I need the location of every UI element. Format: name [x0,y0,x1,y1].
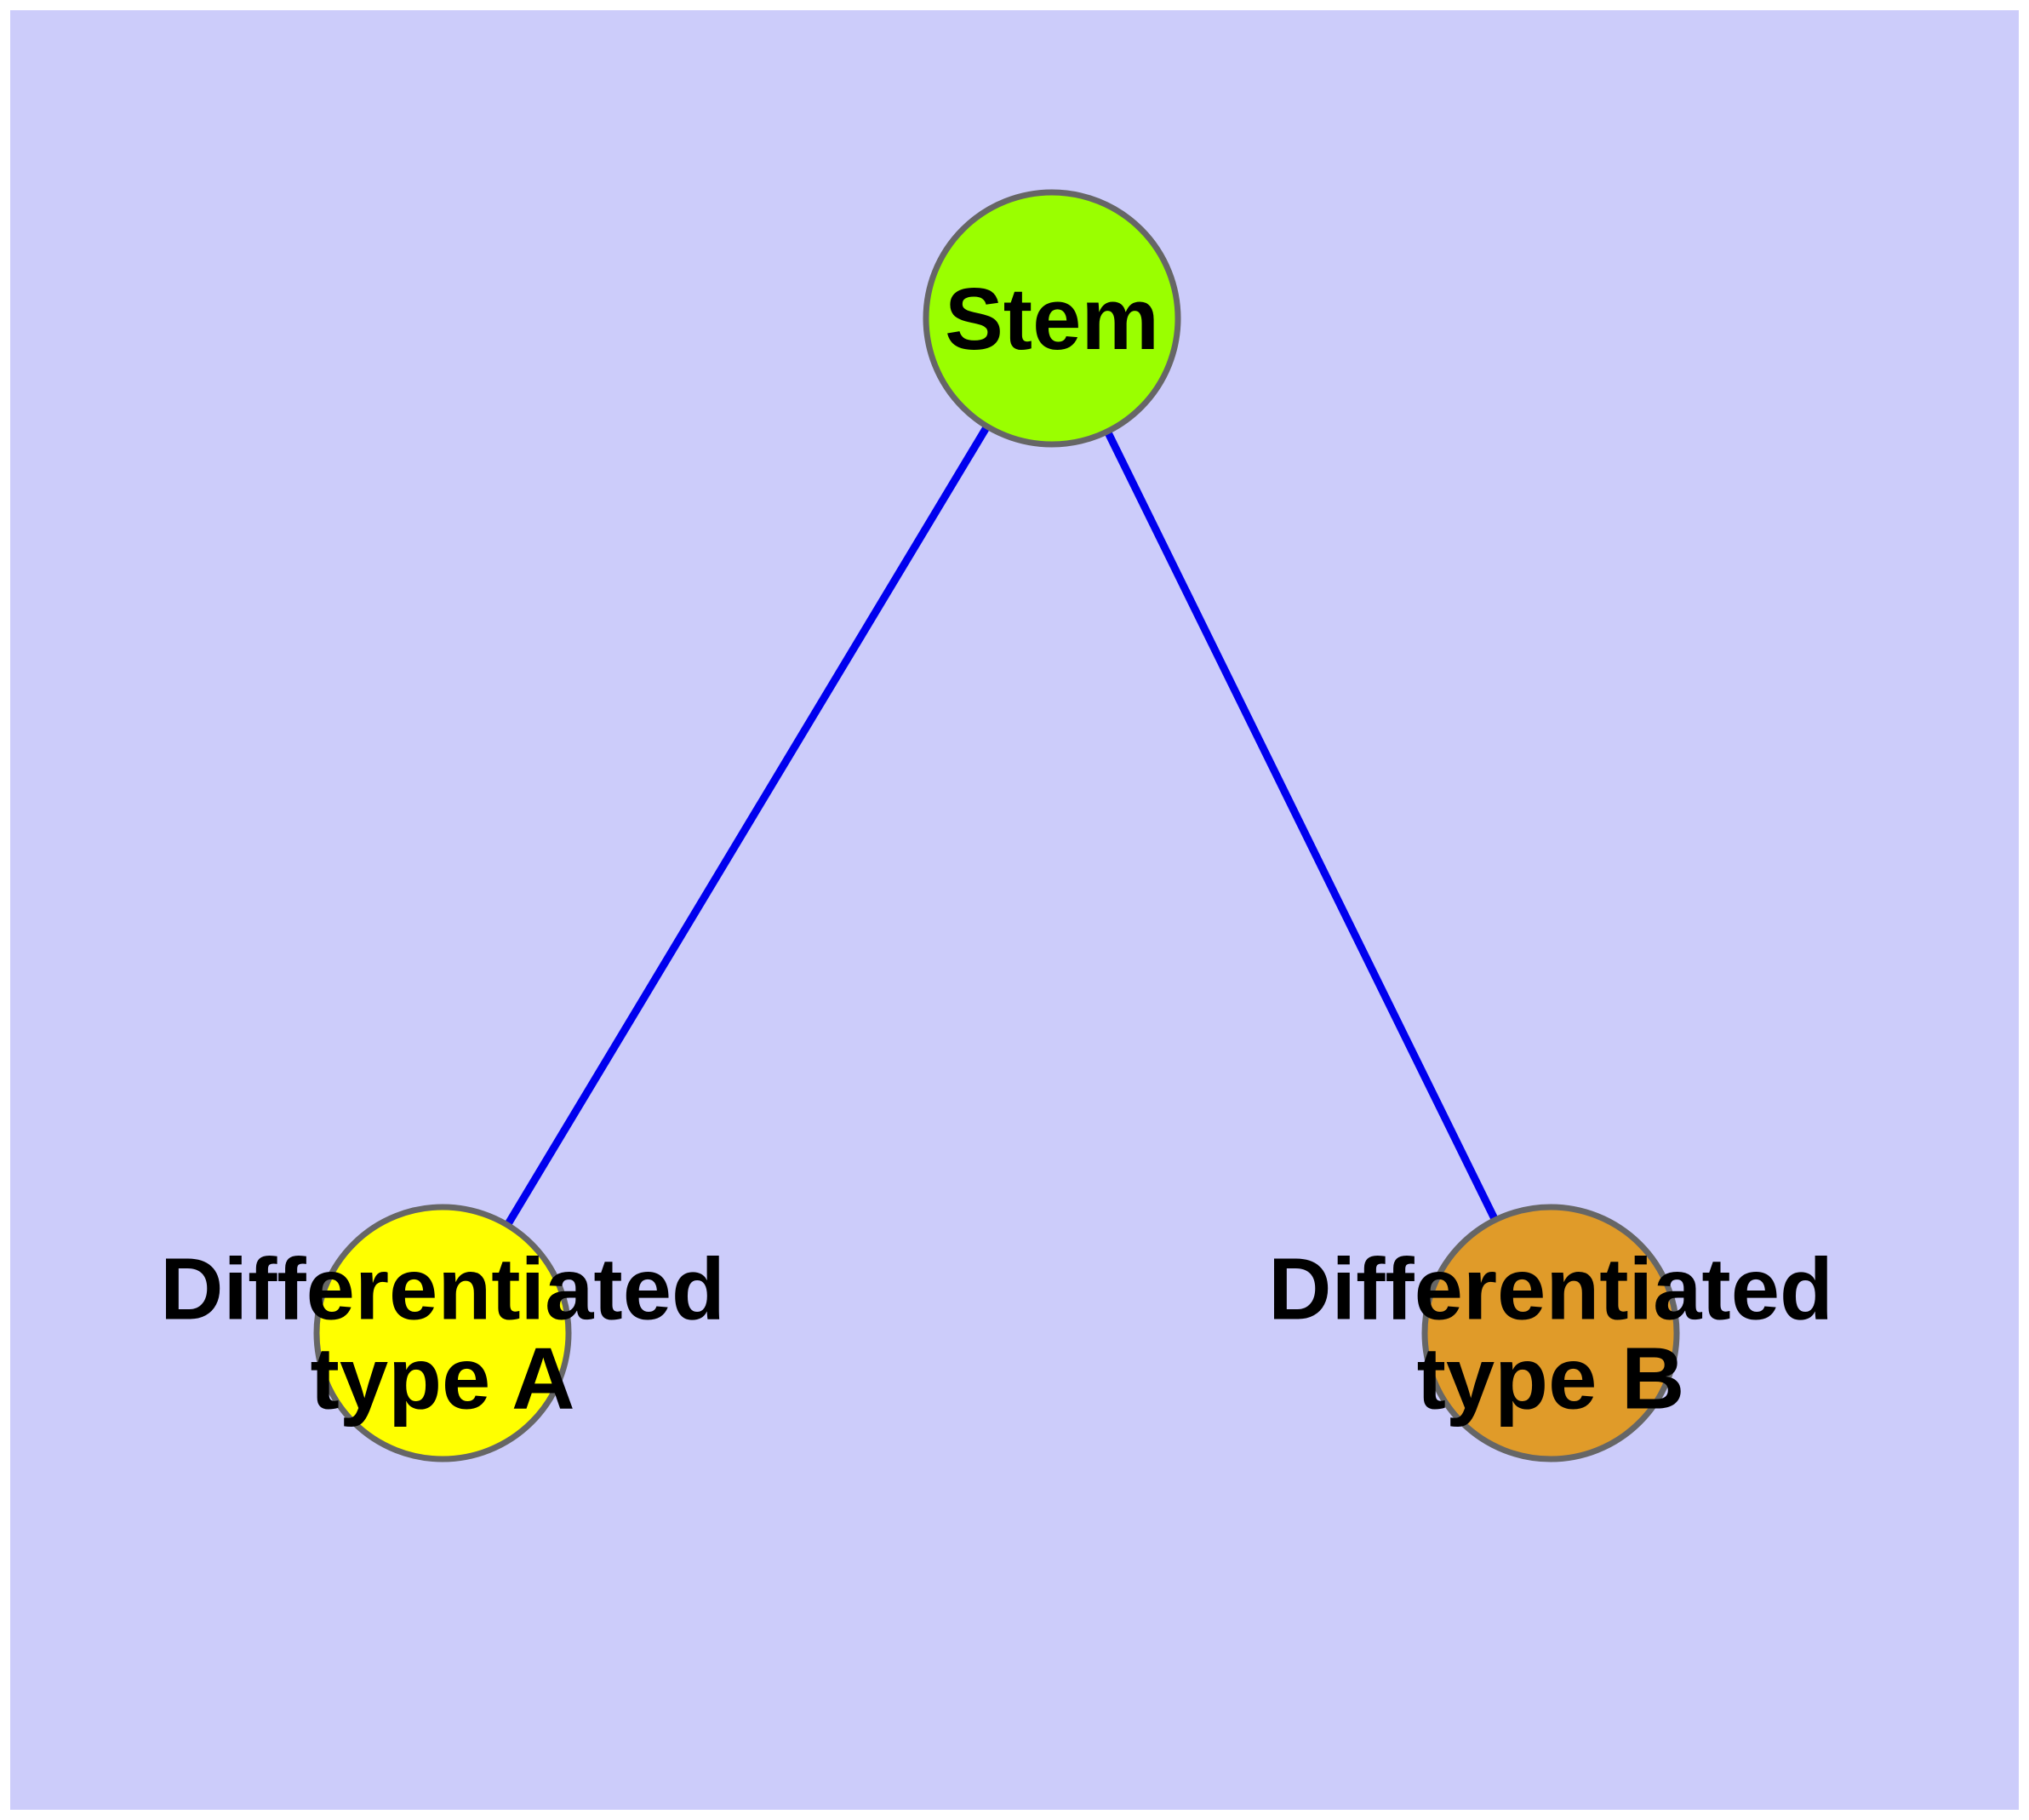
node-circle-stem[interactable] [923,189,1181,448]
node-label-line: Differentiated [160,1240,725,1338]
node-circle-diff-a[interactable] [313,1204,572,1462]
node-circle-diff-b[interactable] [1421,1204,1680,1462]
node-label-line: type A [311,1330,575,1428]
graph-edge-stem-to-b [1105,431,1498,1221]
edge-layer [505,426,1498,1226]
node-label-line: type B [1417,1330,1685,1428]
node-label-line: Stem [945,270,1159,368]
node-label-line: Differentiated [1268,1240,1833,1338]
graph-node-stem[interactable]: Stem [923,189,1181,448]
graph-edge-stem-to-a [505,426,990,1226]
node-label-stem: Stem [945,270,1159,368]
